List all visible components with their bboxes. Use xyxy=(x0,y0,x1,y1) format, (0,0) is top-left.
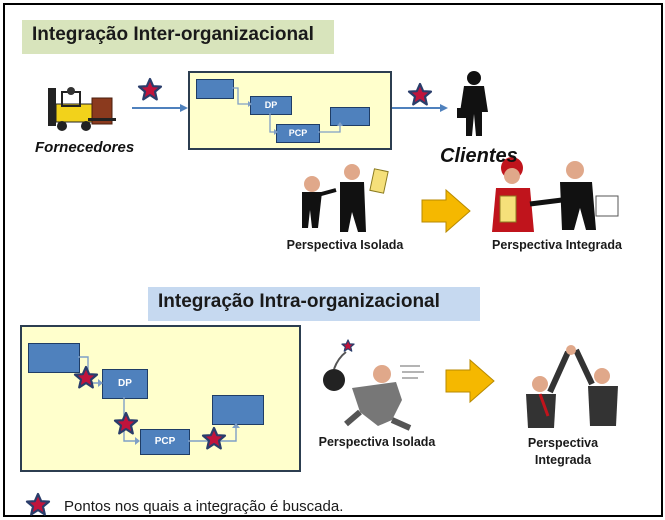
handshake-figures xyxy=(492,157,619,232)
process-block-1 xyxy=(196,79,234,99)
intra-organizational-title: Integração Intra-organizacional xyxy=(148,287,480,321)
intra-process-panel: DP PCP xyxy=(20,325,301,472)
arrow-icon xyxy=(132,104,188,112)
isolated-perspective-label: Perspectiva Isolada xyxy=(318,435,436,449)
integrated-perspective-label: Perspectiva Integrada xyxy=(527,436,599,467)
man-with-bomb-icon xyxy=(323,339,424,431)
isolated-perspective-label: Perspectiva Isolada xyxy=(286,238,404,252)
inter-flow-connectors xyxy=(232,87,343,135)
high-five-figures xyxy=(526,345,618,428)
pcp-block: PCP xyxy=(140,429,190,455)
integrated-perspective-label: Perspectiva Integrada xyxy=(492,238,622,252)
dp-block: DP xyxy=(102,369,148,399)
forklift-icon xyxy=(48,87,116,131)
arrow-icon xyxy=(421,188,471,234)
process-block-4 xyxy=(212,395,264,425)
star-icon xyxy=(73,365,99,389)
inter-process-panel: DP PCP xyxy=(188,71,392,150)
process-block-4 xyxy=(330,107,370,126)
inter-organizational-title: Integração Inter-organizacional xyxy=(22,20,334,54)
star-icon xyxy=(137,77,163,101)
arrow-icon xyxy=(392,104,448,112)
star-icon xyxy=(113,411,139,435)
legend-star-icon xyxy=(25,492,51,516)
process-block-1 xyxy=(28,343,80,373)
isolated-perspective-figures xyxy=(302,164,389,232)
pcp-block: PCP xyxy=(276,124,320,143)
suppliers-label: Fornecedores xyxy=(35,139,135,156)
star-icon xyxy=(407,82,433,106)
dp-block: DP xyxy=(250,96,292,115)
businessman-icon xyxy=(457,71,488,136)
clients-label: Clientes xyxy=(440,145,518,167)
arrow-icon xyxy=(445,358,495,404)
star-icon xyxy=(201,426,227,450)
legend-text: Pontos nos quais a integração é buscada. xyxy=(64,498,344,515)
